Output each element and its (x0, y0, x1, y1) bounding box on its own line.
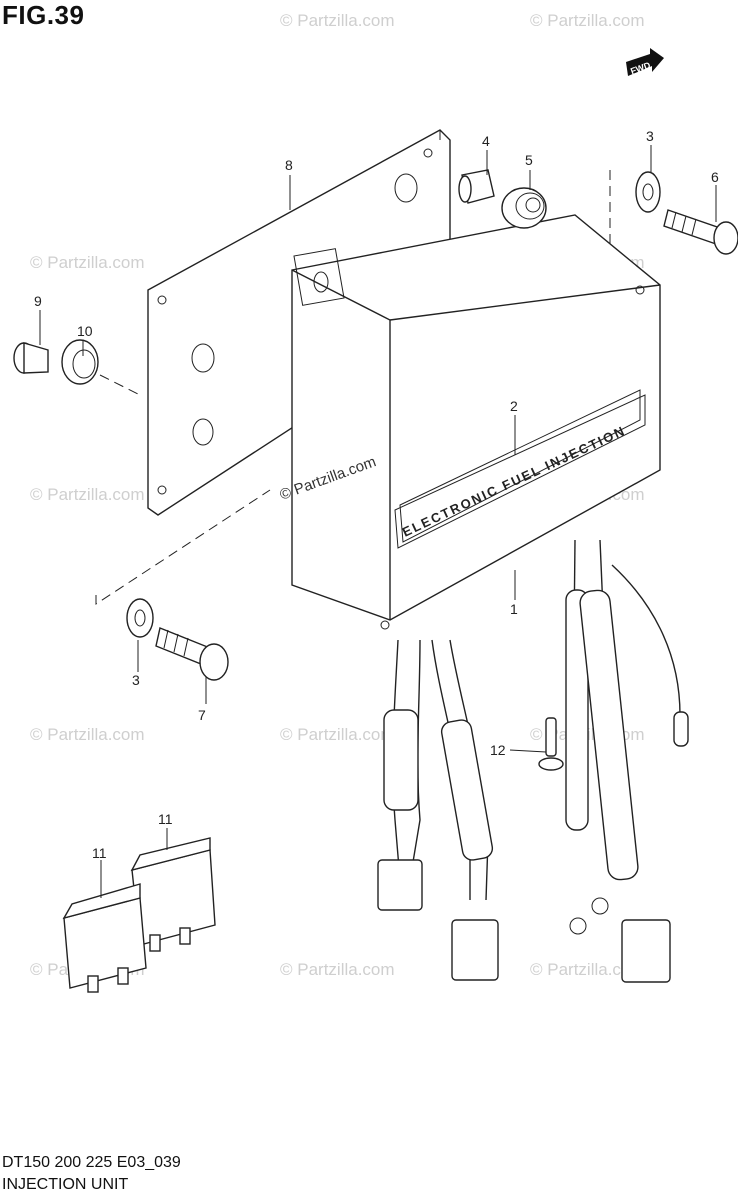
callout-9: 10 (77, 323, 93, 339)
collar (458, 169, 495, 204)
callout-11-front: 11 (92, 845, 107, 861)
watermark: © Partzilla.com (30, 725, 145, 744)
wire-harness (377, 539, 689, 983)
footer-name: INJECTION UNIT (2, 1176, 129, 1193)
washer-lower (126, 598, 154, 638)
fwd-arrow-icon: FWD (626, 48, 664, 76)
callout-7: 8 (285, 157, 293, 173)
callout-1: 1 (510, 601, 518, 617)
callout-3-lower: 3 (132, 672, 140, 688)
relay-rear (130, 837, 216, 952)
watermark: © Partzilla.com (530, 960, 645, 979)
watermark: © Partzilla.com (30, 485, 145, 504)
callout-6: 6 (711, 169, 719, 185)
pin-terminal (538, 717, 564, 771)
injection-unit-box: ELECTRONIC FUEL INJECTION (291, 214, 661, 630)
grommet-upper (501, 187, 547, 229)
callout-8: 9 (34, 293, 42, 309)
relay-front (62, 883, 147, 993)
figure-title: FIG.39 (2, 0, 85, 30)
watermark: © Partzilla.com (280, 725, 395, 744)
grommet-left (61, 339, 99, 385)
watermark: © Partzilla.com (530, 11, 645, 30)
washer-upper (635, 171, 661, 213)
leader-lines (39, 145, 717, 898)
watermark: © Partzilla.com (280, 11, 395, 30)
callout-12: 12 (490, 742, 506, 758)
callout-5: 5 (525, 152, 533, 168)
watermark: © Partzilla.com (280, 960, 395, 979)
callout-10: 7 (198, 707, 206, 723)
bolt-upper (663, 209, 738, 255)
footer-code: DT150 200 225 E03_039 (2, 1154, 181, 1171)
bolt-lower (155, 627, 229, 681)
callout-2: 2 (510, 398, 518, 414)
collar-left (13, 342, 49, 374)
callout-3-upper: 3 (646, 128, 654, 144)
callout-labels: 8 4 5 3 6 9 10 2 1 3 7 11 11 12 (34, 128, 719, 861)
callout-4: 4 (482, 133, 490, 149)
watermark: © Partzilla.com (30, 253, 145, 272)
callout-11-rear: 11 (158, 811, 173, 827)
